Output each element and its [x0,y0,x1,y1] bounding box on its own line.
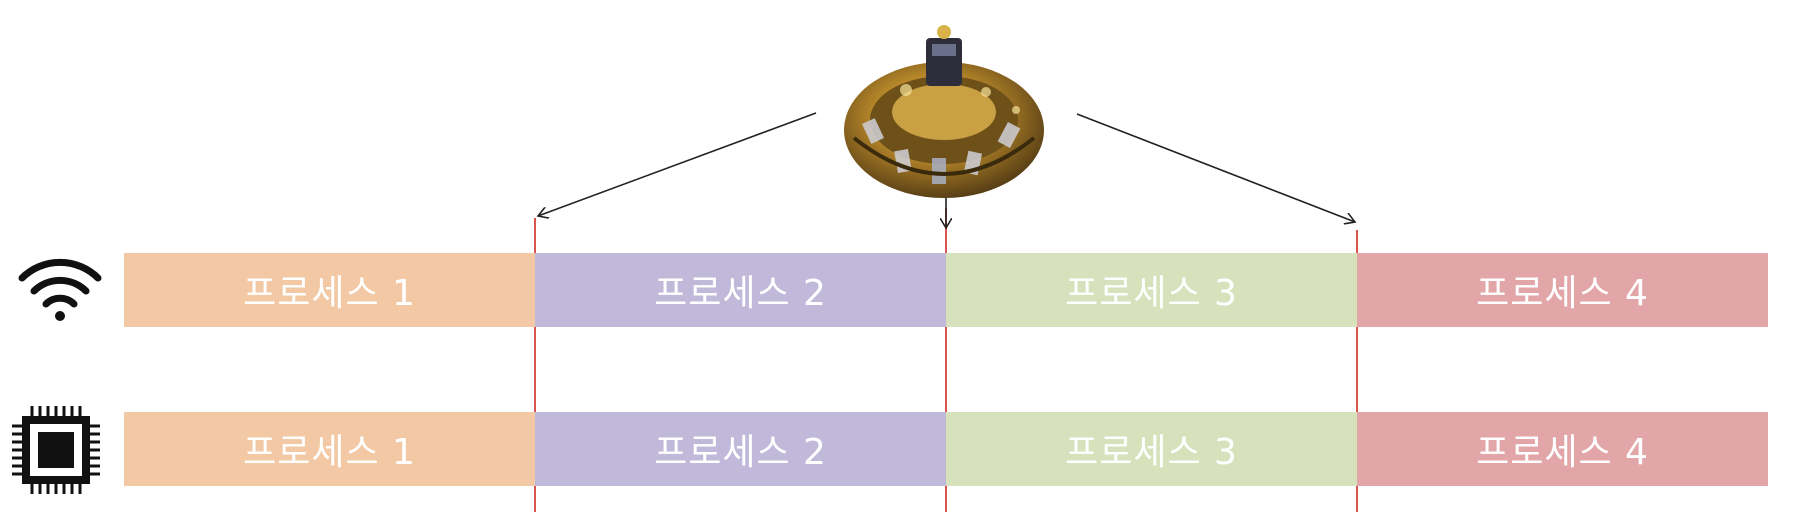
golden-machine-icon [836,20,1052,210]
process-2-segment: 프로세스 2 [535,253,946,327]
cpu-timeline-row: 프로세스 1 프로세스 2 프로세스 3 프로세스 4 [124,412,1768,486]
process-3-segment: 프로세스 3 [946,412,1357,486]
process-1-segment: 프로세스 1 [124,412,535,486]
process-2-segment: 프로세스 2 [535,412,946,486]
process-3-segment: 프로세스 3 [946,253,1357,327]
network-timeline-row: 프로세스 1 프로세스 2 프로세스 3 프로세스 4 [124,253,1768,327]
arrow-to-process-4 [1076,113,1355,222]
process-4-segment: 프로세스 4 [1357,253,1768,327]
process-1-segment: 프로세스 1 [124,253,535,327]
arrow-to-process-2 [538,112,817,216]
process-4-segment: 프로세스 4 [1357,412,1768,486]
wifi-icon [18,258,102,322]
cpu-chip-icon [8,402,104,498]
